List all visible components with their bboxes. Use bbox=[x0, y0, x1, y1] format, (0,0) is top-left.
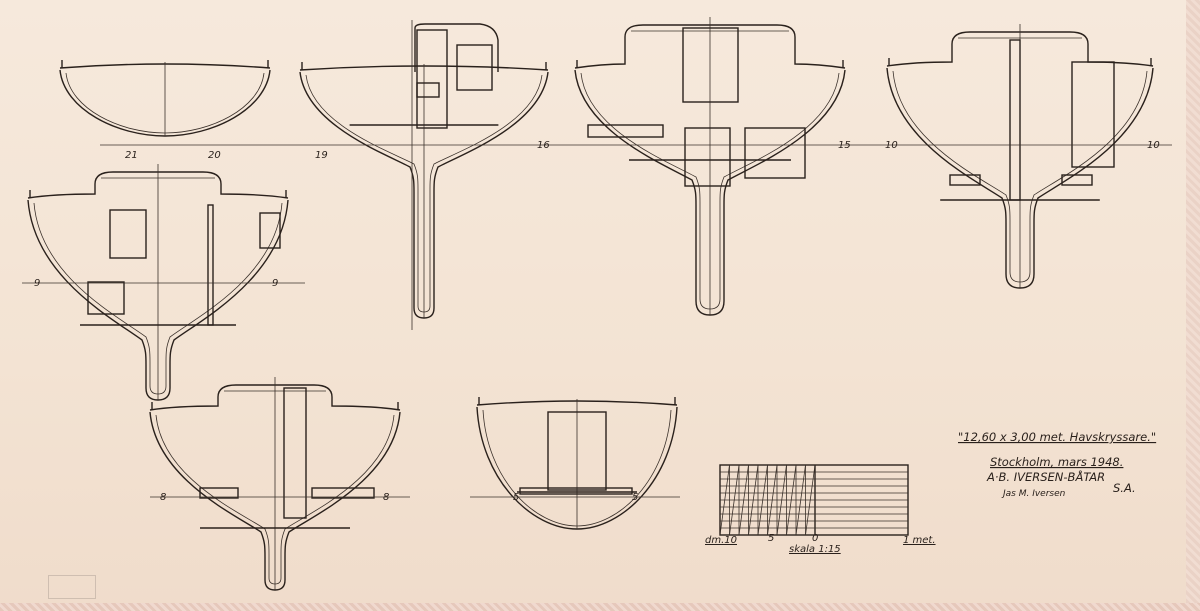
locker bbox=[682, 27, 739, 103]
station-label-10-left: 10 bbox=[885, 140, 898, 151]
scale-diagonal bbox=[795, 464, 806, 536]
archive-stamp bbox=[48, 575, 96, 599]
scale-diagonal bbox=[767, 464, 778, 536]
cabinet bbox=[547, 411, 607, 491]
companion-ladder bbox=[684, 127, 731, 187]
company-name: A·B. IVERSEN-BÅTAR bbox=[986, 469, 1105, 484]
station-label-21: 21 bbox=[125, 150, 138, 161]
door bbox=[456, 44, 493, 91]
station-label-9-right: 9 bbox=[272, 278, 278, 289]
mast-post bbox=[1009, 39, 1021, 201]
vent bbox=[416, 82, 440, 98]
scale-diagonal bbox=[805, 464, 816, 536]
berth-right bbox=[311, 487, 375, 499]
section-10 bbox=[886, 24, 1154, 289]
station-label-20: 20 bbox=[208, 150, 221, 161]
scale-diagonal bbox=[757, 464, 768, 536]
berth bbox=[587, 124, 664, 138]
shelf bbox=[259, 212, 281, 249]
scale-diagonal bbox=[748, 464, 759, 536]
section-9 bbox=[27, 164, 289, 401]
station-label-8-left: 8 bbox=[160, 492, 166, 503]
wardrobe bbox=[1071, 61, 1115, 168]
station-label-9-left: 9 bbox=[34, 278, 40, 289]
locker bbox=[416, 29, 448, 129]
cabin-outline bbox=[414, 23, 499, 72]
sheet-edge-right bbox=[1186, 0, 1200, 611]
toilet bbox=[87, 281, 125, 315]
company-suffix: S.A. bbox=[1113, 481, 1136, 495]
scale-diagonal bbox=[719, 464, 730, 536]
section-15 bbox=[574, 17, 846, 316]
section-5 bbox=[476, 397, 678, 530]
section-21-20 bbox=[59, 60, 271, 137]
scale-label-dm10: dm.10 bbox=[705, 535, 737, 546]
scale-bar bbox=[719, 464, 909, 536]
berth-left bbox=[199, 487, 239, 499]
scale-diagonal bbox=[776, 464, 787, 536]
scale-label-1met: 1 met. bbox=[903, 535, 936, 546]
scale-label-0: 0 bbox=[812, 533, 818, 544]
station-label-15: 15 bbox=[838, 140, 851, 151]
sheet-edge-bottom bbox=[0, 603, 1200, 611]
section-19-16 bbox=[299, 29, 549, 319]
place-date: Stockholm, mars 1948. bbox=[990, 455, 1123, 469]
scale-diagonal bbox=[729, 464, 740, 536]
station-label-10-right: 10 bbox=[1147, 140, 1160, 151]
signature: Jas M. Iversen bbox=[1001, 489, 1066, 499]
scale-diagonal bbox=[786, 464, 797, 536]
station-label-5-right: 5 bbox=[632, 492, 638, 503]
scale-label-5: 5 bbox=[768, 533, 774, 544]
station-label-16: 16 bbox=[537, 140, 550, 151]
scale-diagonal bbox=[738, 464, 749, 536]
section-8 bbox=[149, 377, 401, 591]
hull-sections bbox=[27, 17, 1154, 591]
seat bbox=[1061, 174, 1093, 186]
galley bbox=[744, 127, 806, 179]
station-label-8-right: 8 bbox=[383, 492, 389, 503]
ladder bbox=[283, 387, 307, 519]
bulkhead bbox=[207, 204, 214, 326]
scale-caption: skala 1:15 bbox=[789, 544, 841, 555]
station-label-19: 19 bbox=[315, 150, 328, 161]
seat bbox=[949, 174, 981, 186]
floor-board bbox=[519, 487, 633, 495]
station-label-5-left: 5 bbox=[513, 492, 519, 503]
washbasin bbox=[109, 209, 147, 259]
drawing-title: "12,60 x 3,00 met. Havskryssare." bbox=[958, 430, 1156, 444]
